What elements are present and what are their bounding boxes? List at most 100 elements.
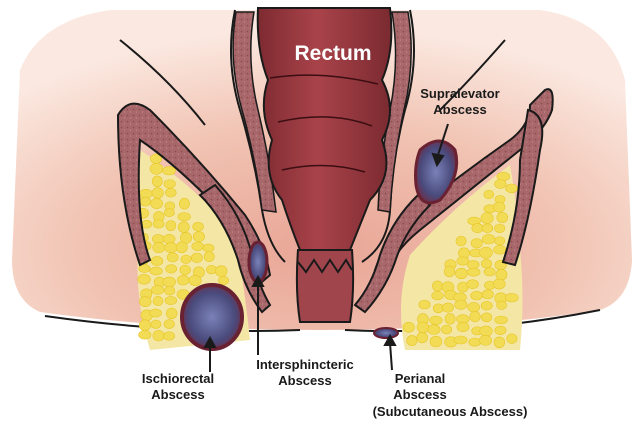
fat-globule <box>431 291 444 301</box>
fat-globule <box>151 187 164 199</box>
fat-globule <box>192 221 204 232</box>
fat-globule <box>138 330 152 340</box>
ischiorectal-label-2: Abscess <box>151 387 204 402</box>
fat-globule <box>191 241 205 251</box>
fat-globule <box>163 208 175 217</box>
dentate-line <box>297 258 353 274</box>
fat-globule <box>152 295 164 306</box>
fat-globule <box>416 321 430 334</box>
fat-globule <box>496 212 509 223</box>
fat-globule <box>481 223 494 233</box>
fat-globule <box>454 267 468 280</box>
fat-globule <box>483 267 496 277</box>
fat-globule <box>150 319 162 329</box>
fat-globule <box>479 246 493 259</box>
fat-globule <box>493 201 506 213</box>
fat-globule <box>416 332 428 344</box>
pointer-intersphincteric-head <box>251 274 265 287</box>
fat-globule <box>151 175 163 188</box>
fat-globule <box>504 293 519 303</box>
rectum-label: Rectum <box>294 42 371 65</box>
fat-globule <box>494 179 507 189</box>
ischiorectal-abscess <box>180 283 244 351</box>
anal-canal <box>295 249 355 323</box>
fat-globule <box>162 234 176 245</box>
fat-globule <box>429 335 443 348</box>
fat-globule <box>505 183 518 194</box>
fat-globule <box>150 256 164 266</box>
fat-globule <box>177 212 191 222</box>
fat-globule <box>164 242 178 254</box>
fat-globule <box>177 275 190 286</box>
fat-globule <box>149 163 164 175</box>
fat-globule <box>149 266 163 276</box>
rectal-muscle-left <box>232 11 277 213</box>
ischiorectal-label-1: Ischiorectal <box>142 371 214 386</box>
fat-globule <box>495 269 508 281</box>
fat-globule <box>468 337 482 347</box>
fat-globule <box>162 166 176 176</box>
fat-globule <box>481 312 493 323</box>
fat-globule <box>466 279 479 290</box>
fat-globule <box>164 285 176 296</box>
fat-globule <box>471 223 484 234</box>
perianal-label-2: Abscess <box>393 387 446 402</box>
fat-globule <box>469 311 481 323</box>
fat-globule <box>429 315 443 325</box>
fat-globule <box>494 236 506 246</box>
intersphincteric-label-2: Abscess <box>278 373 331 388</box>
fat-globule <box>482 234 496 245</box>
perianal-label-1: Perianal <box>395 371 446 386</box>
rectal-fold-2 <box>277 116 373 127</box>
fat-globule <box>418 299 431 310</box>
fat-globule <box>483 189 495 200</box>
fat-globule <box>138 319 152 331</box>
fat-globule <box>496 300 507 310</box>
fat-globule <box>163 319 175 329</box>
pointer-perianal-head <box>383 333 397 346</box>
fat-globule <box>163 331 175 341</box>
pelvic-line-right <box>439 39 506 111</box>
fat-globule <box>480 258 492 269</box>
fat-globule <box>455 235 467 247</box>
fat-globule <box>427 324 441 335</box>
fat-globule <box>178 197 190 210</box>
fat-globule <box>478 335 492 346</box>
fat-globule <box>188 275 202 286</box>
supralevator-label-1: Supralevator <box>420 86 499 101</box>
fat-globule <box>493 336 506 348</box>
fat-globule <box>467 302 481 313</box>
fat-globule <box>192 231 205 242</box>
fat-globule <box>165 220 177 231</box>
fat-globule <box>402 321 415 333</box>
fat-globule <box>480 301 493 311</box>
supralevator-abscess <box>414 139 459 205</box>
obturator-right <box>501 108 544 267</box>
fat-globule <box>466 267 481 277</box>
fat-globule <box>506 333 518 344</box>
fat-globule <box>456 256 470 266</box>
fat-globule <box>443 265 456 278</box>
fat-globule <box>481 289 494 300</box>
pointer-supralevator <box>437 123 449 156</box>
fat-globule <box>493 245 507 255</box>
fat-globule <box>432 280 443 292</box>
fat-globule <box>137 274 151 285</box>
fat-globules <box>136 153 519 348</box>
fat-globule <box>152 330 165 342</box>
pointer-perianal <box>389 342 393 371</box>
fat-globule <box>180 254 192 264</box>
fat-globule <box>466 260 480 269</box>
fat-globule <box>453 335 468 345</box>
fat-globule <box>441 324 453 335</box>
fat-globule <box>162 276 176 288</box>
fat-globule <box>456 322 470 333</box>
fat-globule <box>470 238 483 249</box>
external-sphincter-right <box>353 193 432 314</box>
fat-globule <box>218 275 229 285</box>
fat-globule <box>494 223 506 233</box>
fat-globule <box>215 265 228 277</box>
fat-globule <box>494 325 507 336</box>
fat-globule <box>164 296 178 305</box>
perianal-label-3: (Subcutaneous Abscess) <box>373 404 528 419</box>
